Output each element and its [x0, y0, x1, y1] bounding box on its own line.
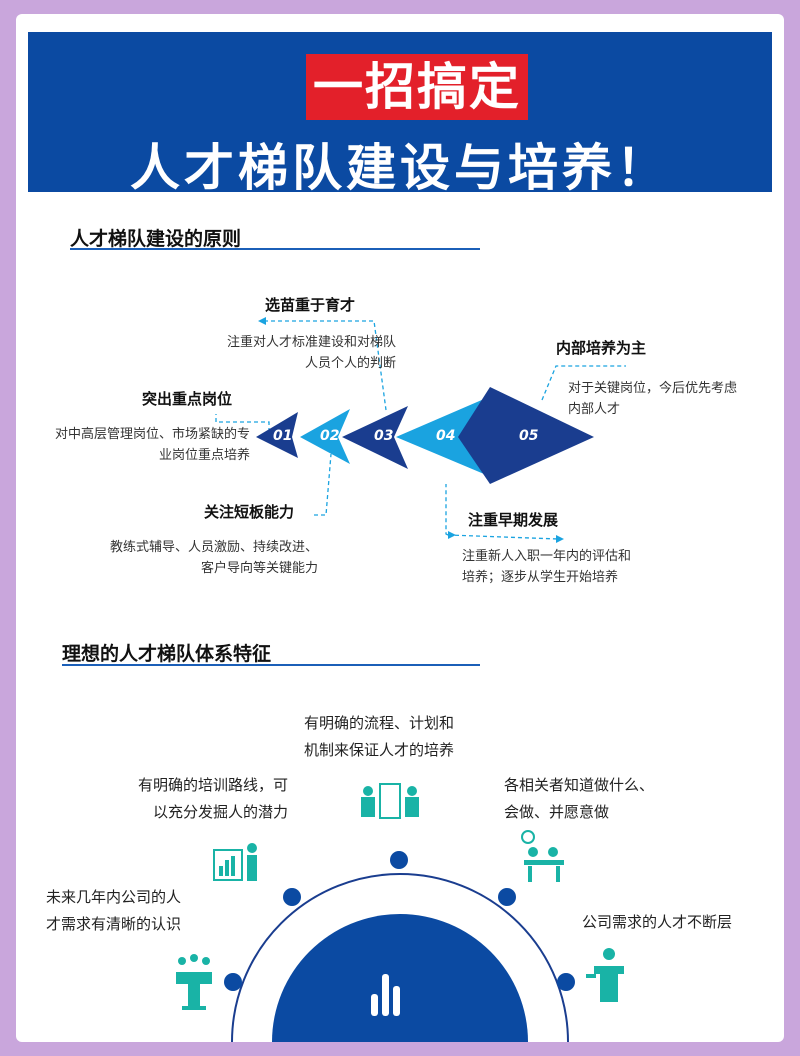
arrow-01-label: 01: [273, 428, 293, 444]
principle-desc-3: 教练式辅导、人员激励、持续改进、客户导向等关键能力: [109, 540, 318, 576]
title-banner: 一招搞定 人才梯队建设与培养！: [28, 32, 772, 197]
feature-text-demand: 未来几年内公司的人才需求有清晰的认识: [46, 888, 182, 933]
arrow-03-label: 03: [374, 428, 394, 444]
connector-1-arrowhead: [258, 317, 266, 325]
audience-icon: [176, 954, 212, 1010]
principle-title-4: 注重早期发展: [468, 511, 559, 529]
arrow-02-label: 02: [320, 428, 340, 444]
connector-5: [541, 365, 626, 401]
principles-underline: [70, 248, 480, 250]
diagram-graphics: [176, 317, 626, 1042]
principles-heading: 人才梯队建设的原则: [70, 228, 242, 250]
arc-dot-5: [557, 973, 575, 991]
bar-chart-icon: [371, 974, 400, 1016]
title-line-1: 一招搞定: [313, 57, 521, 116]
connector-3: [314, 453, 332, 516]
feature-text-process: 有明确的流程、计划和机制来保证人才的培养: [304, 714, 455, 759]
features-underline: [62, 664, 480, 666]
principle-title-1: 选苗重于育才: [265, 296, 356, 314]
principle-desc-2: 对中高层管理岗位、市场紧缺的专业岗位重点培养: [54, 427, 250, 463]
arc-center: [272, 914, 528, 1042]
feature-text-training: 有明确的培训路线，可以充分发掘人的潜力: [137, 776, 288, 821]
infographic-card: 一招搞定 人才梯队建设与培养！ 人才梯队建设的原则: [16, 14, 784, 1042]
connector-4: [445, 484, 449, 536]
meeting-icon: [521, 830, 564, 882]
feature-text-continuity: 公司需求的人才不断层: [582, 913, 733, 931]
arc-dot-1: [224, 973, 242, 991]
arc-dot-2: [283, 888, 301, 906]
title-highlight-box: [306, 54, 528, 120]
arrow-05: [458, 387, 594, 484]
principle-title-2: 突出重点岗位: [142, 390, 233, 408]
connector-2: [215, 414, 270, 432]
arrow-01: [256, 412, 298, 458]
connector-1: [264, 320, 387, 411]
principle-title-5: 内部培养为主: [556, 339, 647, 357]
features-heading: 理想的人才梯队体系特征: [62, 643, 272, 665]
feature-arc: [231, 873, 569, 1042]
arrow-02: [300, 409, 350, 464]
training-chart-icon: [213, 843, 257, 881]
arrow-04: [396, 399, 484, 474]
podium-speaker-icon: [586, 948, 624, 1002]
process-people-icon: [361, 783, 419, 819]
feature-text-stakeholders: 各相关者知道做什么、会做、并愿意做: [504, 776, 655, 821]
arrow-03: [342, 406, 408, 469]
arc-dot-4: [498, 888, 516, 906]
arc-dot-3: [390, 851, 408, 869]
principle-desc-1: 注重对人才标准建设和对梯队人员个人的判断: [226, 335, 396, 371]
principle-desc-5: 对于关键岗位，今后优先考虑内部人才: [568, 381, 738, 417]
principle-title-3: 关注短板能力: [204, 503, 295, 521]
arrow-05-label: 05: [519, 428, 539, 444]
principle-desc-4: 注重新人入职一年内的评估和培养；逐步从学生开始培养: [462, 549, 632, 585]
arrow-04-label: 04: [436, 428, 456, 444]
title-line-2: 人才梯队建设与培养！: [130, 138, 670, 197]
